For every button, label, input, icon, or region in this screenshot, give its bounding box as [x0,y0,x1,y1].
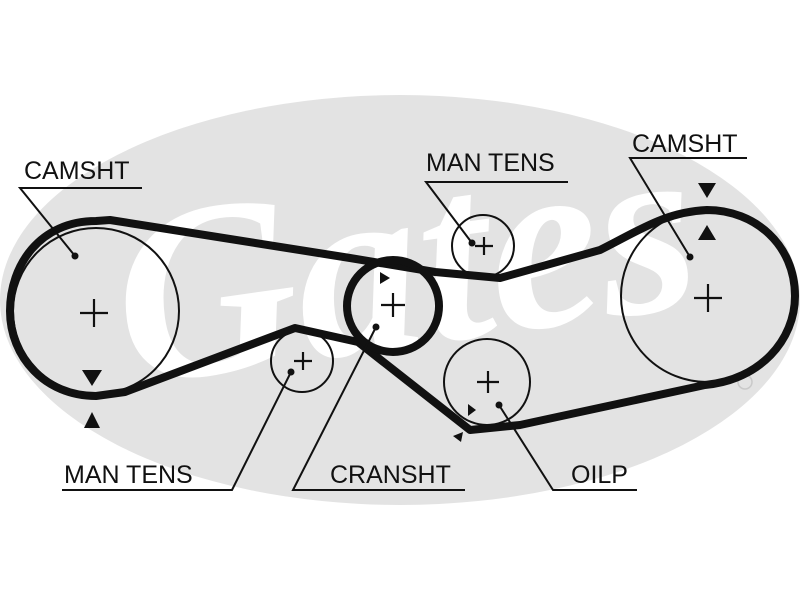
leader-camshaft-left [17,187,142,260]
camshaft-right-center-cross [694,284,722,312]
timing-mark-oil-pump-icon [468,404,476,416]
leader-crankshaft [291,323,465,491]
crankshaft-center-cross [381,293,405,317]
timing-mark-crankshaft-icon [380,272,390,284]
timing-mark-left-top-icon [82,370,102,386]
timing-belt [6,206,799,434]
label-man-tens-bottom: MAN TENS [64,461,193,489]
timing-mark-right-bottom-icon [698,225,716,240]
label-oil-pump: OILP [571,461,628,489]
timing-mark-right-top-icon [698,183,716,198]
crankshaft-belt-wrap [343,256,443,356]
watermark-ellipse [0,95,800,505]
leader-camshaft-right [628,157,747,261]
label-camshaft-left: CAMSHT [24,157,130,185]
timing-mark-left-bottom-icon [84,412,100,428]
man-tens-top-center-cross [475,237,493,255]
oil-pump-center-cross [477,371,499,393]
man-tens-bottom-center-cross [294,352,312,370]
label-crankshaft: CRANSHT [330,461,451,489]
leader-man-tens-bottom [62,368,295,491]
leader-man-tens-top [423,181,568,247]
label-camshaft-right: CAMSHT [632,130,738,158]
label-man-tens-top: MAN TENS [426,149,555,177]
timing-mark-belt-icon [453,432,463,442]
leader-oil-pump [495,401,637,491]
camshaft-left-center-cross [80,299,108,327]
